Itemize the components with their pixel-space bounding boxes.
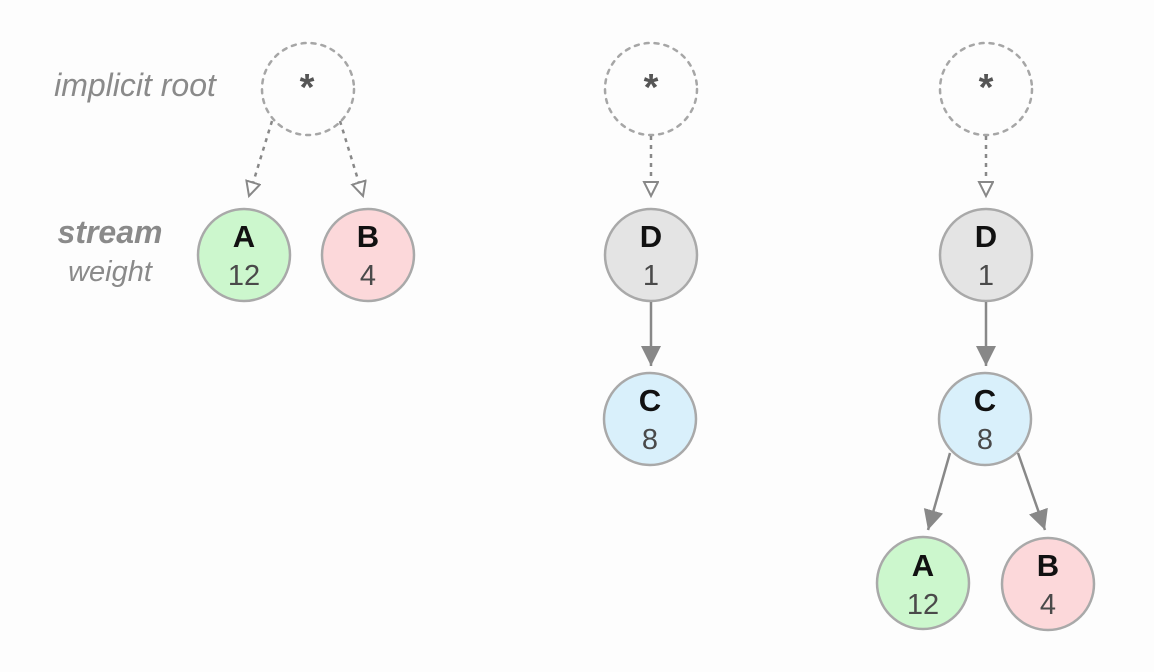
dependency-edge-c-b bbox=[1016, 452, 1048, 531]
stream-node-c: C 8 bbox=[602, 371, 698, 467]
stream-id: A bbox=[233, 219, 255, 254]
stream-node-c: C 8 bbox=[937, 371, 1033, 467]
stream-weight: 8 bbox=[642, 424, 658, 456]
stream-weight: 1 bbox=[978, 260, 994, 292]
dependency-edge-root-a bbox=[249, 120, 274, 196]
stream-id: C bbox=[639, 383, 661, 418]
implicit-root-symbol: * bbox=[979, 67, 994, 109]
stream-id: B bbox=[1037, 548, 1059, 583]
implicit-root-node bbox=[260, 41, 356, 137]
stream-weight: 4 bbox=[360, 260, 376, 292]
dependency-edge-root-b bbox=[338, 120, 363, 196]
stream-id: A bbox=[912, 548, 934, 583]
stream-id: B bbox=[357, 219, 379, 254]
stream-id: D bbox=[640, 219, 662, 254]
stream-weight: 12 bbox=[228, 260, 260, 292]
stream-weight: 8 bbox=[977, 424, 993, 456]
legend-implicit-root: implicit root bbox=[54, 67, 217, 103]
stream-weight: 1 bbox=[643, 260, 659, 292]
stream-weight: 4 bbox=[1040, 589, 1056, 621]
stream-node-a: A 12 bbox=[875, 535, 971, 631]
legend-stream: stream bbox=[58, 214, 163, 250]
tree-3: * D 1 C 8 A 12 B 4 bbox=[875, 41, 1096, 632]
dependency-edge-c-a bbox=[923, 452, 952, 531]
implicit-root-node bbox=[603, 41, 699, 137]
implicit-root-node bbox=[938, 41, 1034, 137]
legend-weight: weight bbox=[68, 256, 154, 288]
stream-id: D bbox=[975, 219, 997, 254]
tree-2: * D 1 C 8 bbox=[602, 41, 699, 467]
implicit-root-symbol: * bbox=[300, 67, 315, 109]
stream-node-b: B 4 bbox=[320, 207, 416, 303]
stream-node-a: A 12 bbox=[196, 207, 292, 303]
tree-1: * A 12 B 4 bbox=[196, 41, 416, 303]
stream-node-d: D 1 bbox=[603, 207, 699, 303]
stream-node-d: D 1 bbox=[938, 207, 1034, 303]
implicit-root-symbol: * bbox=[644, 67, 659, 109]
stream-id: C bbox=[974, 383, 996, 418]
stream-weight: 12 bbox=[907, 589, 939, 621]
stream-node-b: B 4 bbox=[1000, 536, 1096, 632]
